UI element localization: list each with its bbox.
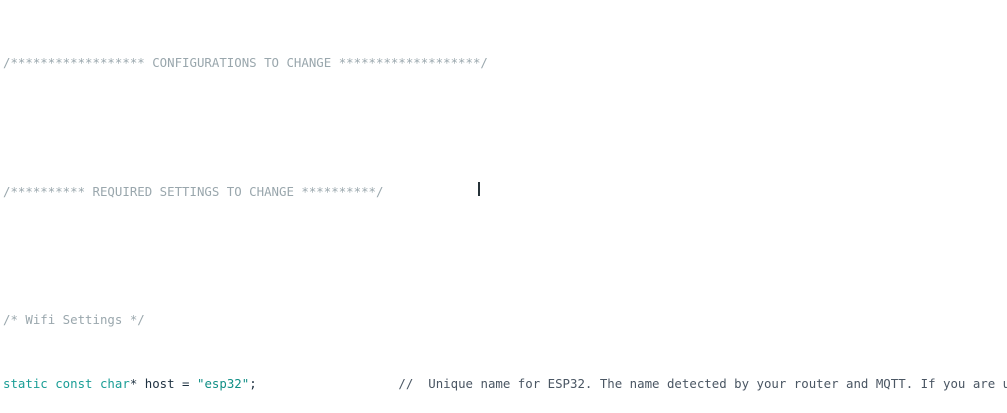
- identifier-host: host =: [137, 376, 197, 392]
- keyword-static-const-char: static const char: [3, 376, 130, 392]
- code-line-wifi-section: /* Wifi Settings */: [3, 312, 1007, 328]
- comment-wifi-settings: /* Wifi Settings */: [3, 311, 145, 327]
- gap-host: [257, 376, 399, 391]
- comment-host: // Unique name for ESP32. The name detec…: [398, 376, 1007, 392]
- code-line-blank-1: [3, 119, 1007, 135]
- value-host[interactable]: "esp32": [196, 376, 250, 392]
- text-caret: [478, 182, 480, 196]
- banner-comment-configurations: /****************** CONFIGURATIONS TO CH…: [3, 55, 488, 71]
- banner-comment-required-settings: /********** REQUIRED SETTINGS TO CHANGE …: [3, 183, 384, 199]
- code-line-banner-top: /****************** CONFIGURATIONS TO CH…: [3, 55, 1007, 71]
- semicolon-host: ;: [249, 376, 257, 392]
- code-line-blank-2: [3, 248, 1007, 264]
- pointer-star: *: [129, 376, 138, 392]
- code-line-banner-required: /********** REQUIRED SETTINGS TO CHANGE …: [3, 184, 1007, 200]
- code-line-wifi-host[interactable]: static const char* host = "esp32"; // Un…: [3, 376, 1007, 392]
